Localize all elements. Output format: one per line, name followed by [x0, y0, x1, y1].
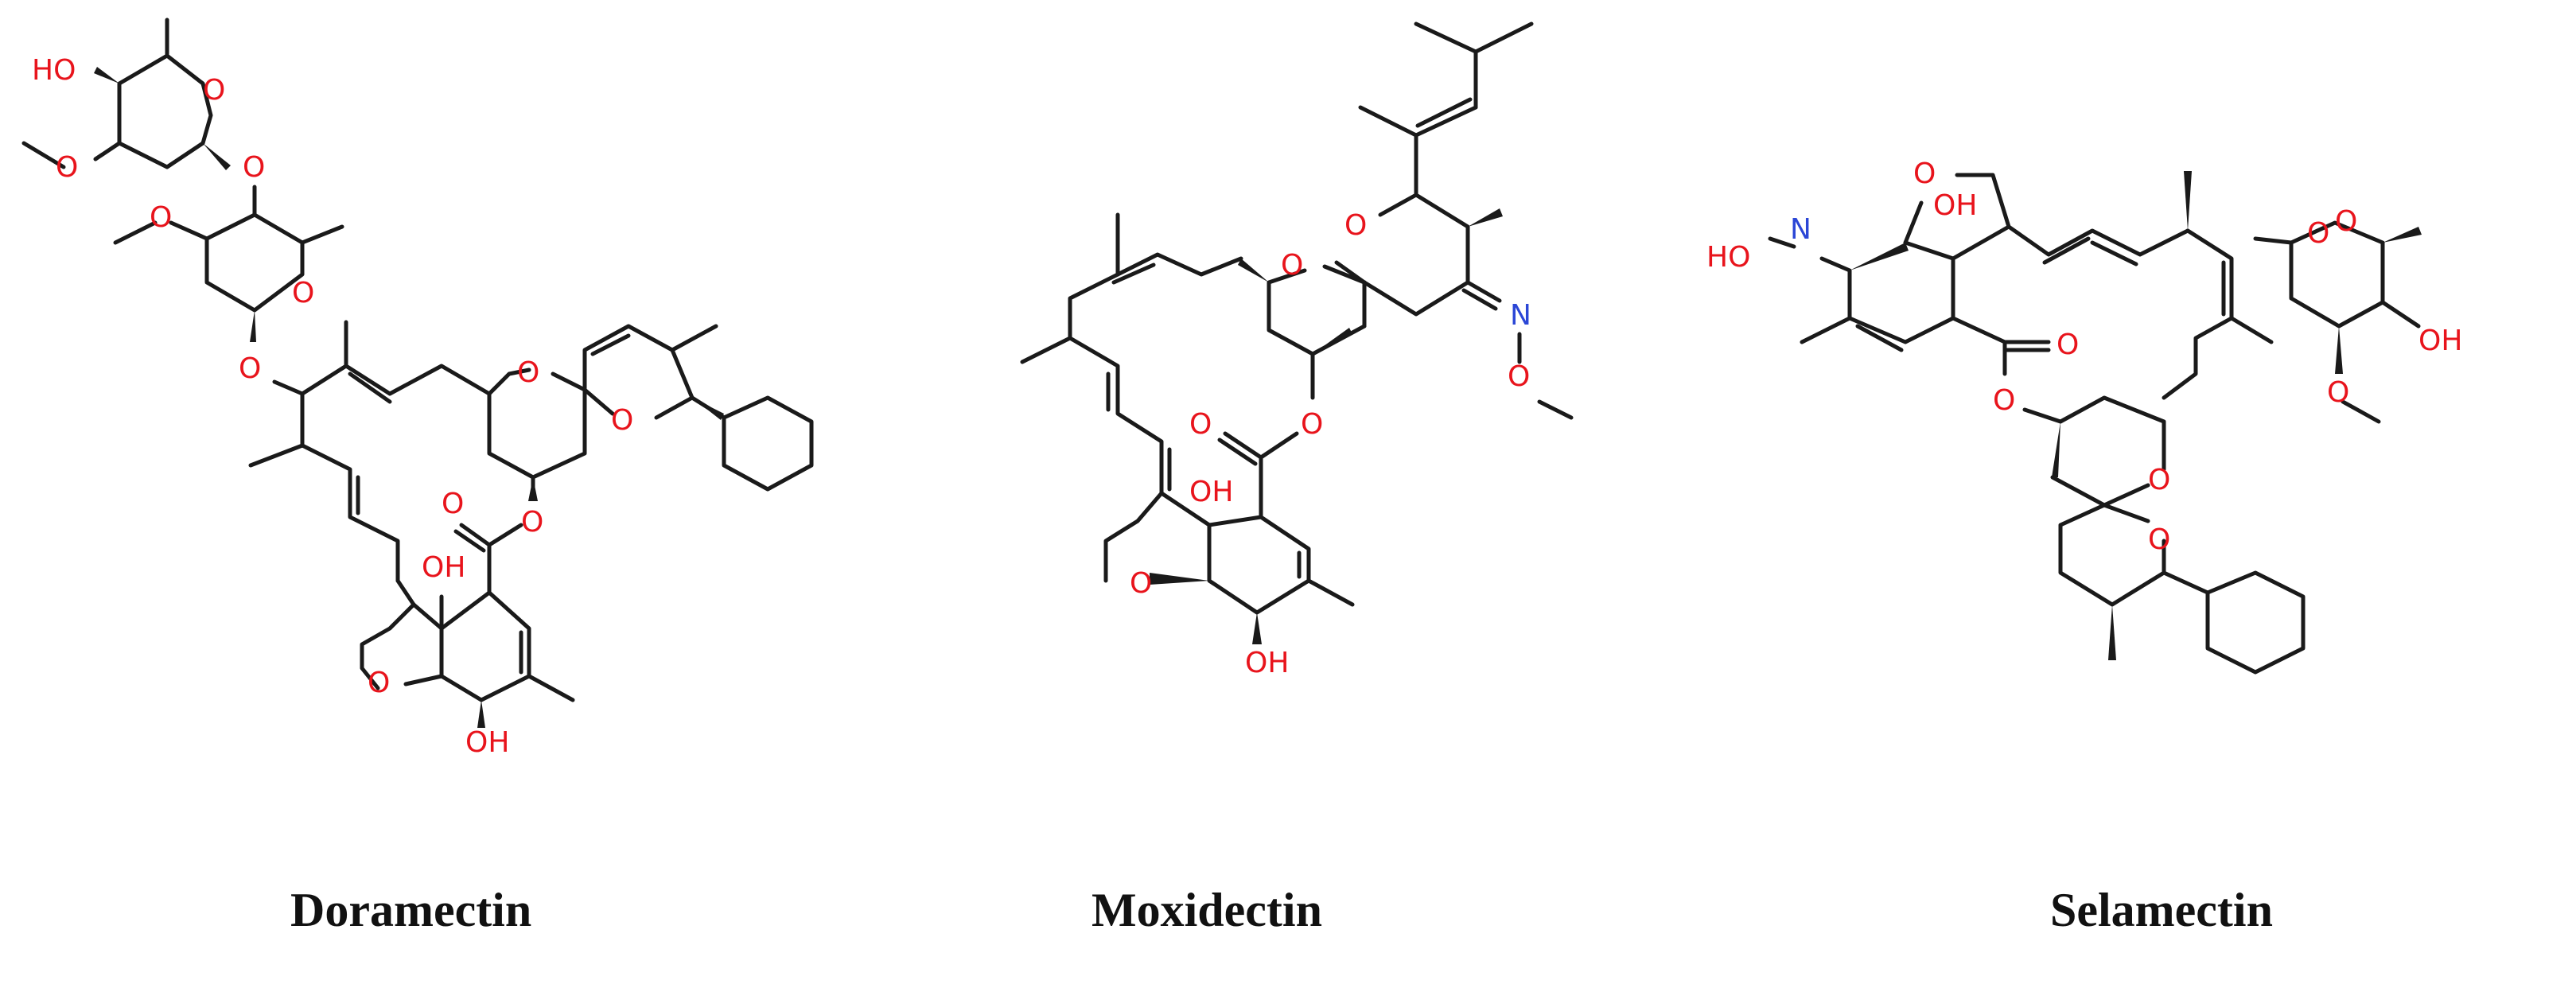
moxidectin-atoms: O O N O O O OH O OH: [1130, 209, 1531, 679]
svg-text:O: O: [2307, 217, 2329, 250]
selamectin-atoms: HO N O OH O O O O O O OH O: [1706, 158, 2462, 556]
svg-text:O: O: [150, 201, 172, 234]
svg-text:O: O: [1344, 209, 1367, 242]
svg-text:OH: OH: [2418, 325, 2462, 357]
svg-text:O: O: [2057, 329, 2079, 361]
svg-text:O: O: [1189, 408, 1212, 441]
svg-text:O: O: [2335, 205, 2357, 238]
moxidectin-bonds: [1020, 21, 1574, 644]
caption-moxidectin: Moxidectin: [1091, 884, 1322, 936]
svg-text:O: O: [611, 404, 633, 437]
svg-text:O: O: [56, 151, 78, 184]
svg-text:HO: HO: [1706, 241, 1750, 274]
caption-doramectin: Doramectin: [290, 884, 532, 936]
svg-text:O: O: [1913, 158, 1936, 190]
svg-text:O: O: [2148, 523, 2170, 556]
svg-text:N: N: [1510, 299, 1531, 332]
svg-text:O: O: [1508, 360, 1530, 393]
svg-text:OH: OH: [1245, 647, 1289, 679]
svg-text:OH: OH: [422, 551, 465, 584]
svg-text:O: O: [1281, 249, 1303, 282]
svg-text:O: O: [1993, 384, 2015, 417]
svg-text:OH: OH: [1933, 189, 1977, 222]
svg-text:O: O: [442, 488, 464, 520]
svg-text:O: O: [1301, 408, 1323, 441]
svg-text:O: O: [203, 74, 225, 107]
svg-text:O: O: [521, 506, 543, 539]
svg-text:O: O: [292, 277, 314, 309]
doramectin-bonds: [21, 18, 814, 728]
svg-text:O: O: [368, 667, 390, 699]
svg-text:N: N: [1790, 213, 1811, 246]
svg-text:O: O: [2148, 464, 2170, 496]
selamectin-bonds: [1768, 171, 2422, 675]
svg-text:O: O: [2327, 376, 2349, 409]
svg-text:OH: OH: [465, 726, 509, 759]
doramectin-atoms: HO O O O O O O O O O O OH O OH: [32, 54, 633, 759]
svg-text:HO: HO: [32, 54, 76, 87]
svg-text:O: O: [243, 151, 265, 184]
svg-text:O: O: [1130, 567, 1152, 600]
svg-text:O: O: [239, 352, 261, 385]
svg-text:OH: OH: [1189, 476, 1233, 508]
svg-text:O: O: [517, 356, 539, 389]
caption-selamectin: Selamectin: [2050, 884, 2273, 936]
